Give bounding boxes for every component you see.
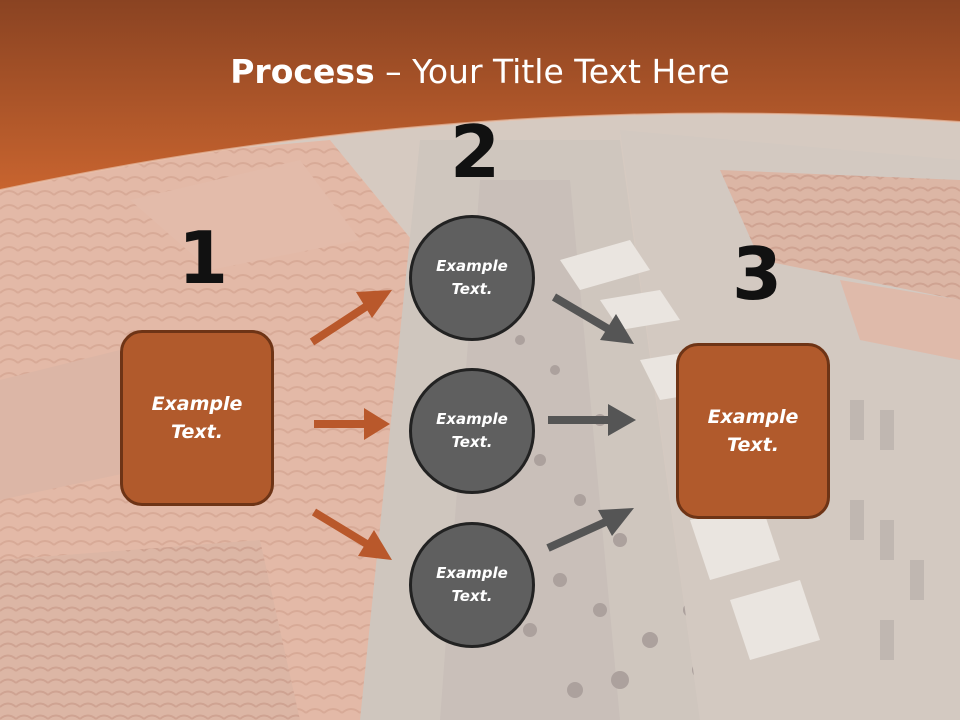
circle-bot-line-2: Text. [451,587,493,605]
left-box-text: Example Text. [152,390,243,447]
circle-bot-line-1: Example [436,563,508,582]
left-box-line-2: Text. [171,421,223,443]
title-bold: Process [230,52,375,91]
left-text-box: Example Text. [120,330,274,506]
circle-top-line-1: Example [436,256,508,275]
right-box-line-1: Example [707,405,799,428]
left-box-line-1: Example [151,392,243,415]
right-text-box: Example Text. [676,343,830,519]
circle-top: Example Text. [409,215,535,341]
step-number-1: 1 [178,216,229,300]
title-rest: – Your Title Text Here [374,52,730,91]
step-number-2: 2 [450,110,501,194]
circle-mid-line-2: Text. [451,433,493,451]
circle-top-line-2: Text. [451,280,493,298]
circle-bottom: Example Text. [409,522,535,648]
slide-title: Process – Your Title Text Here [0,52,960,91]
step-number-3: 3 [732,232,783,316]
right-box-line-2: Text. [727,434,779,456]
circle-mid-line-1: Example [436,409,508,428]
circle-middle: Example Text. [409,368,535,494]
